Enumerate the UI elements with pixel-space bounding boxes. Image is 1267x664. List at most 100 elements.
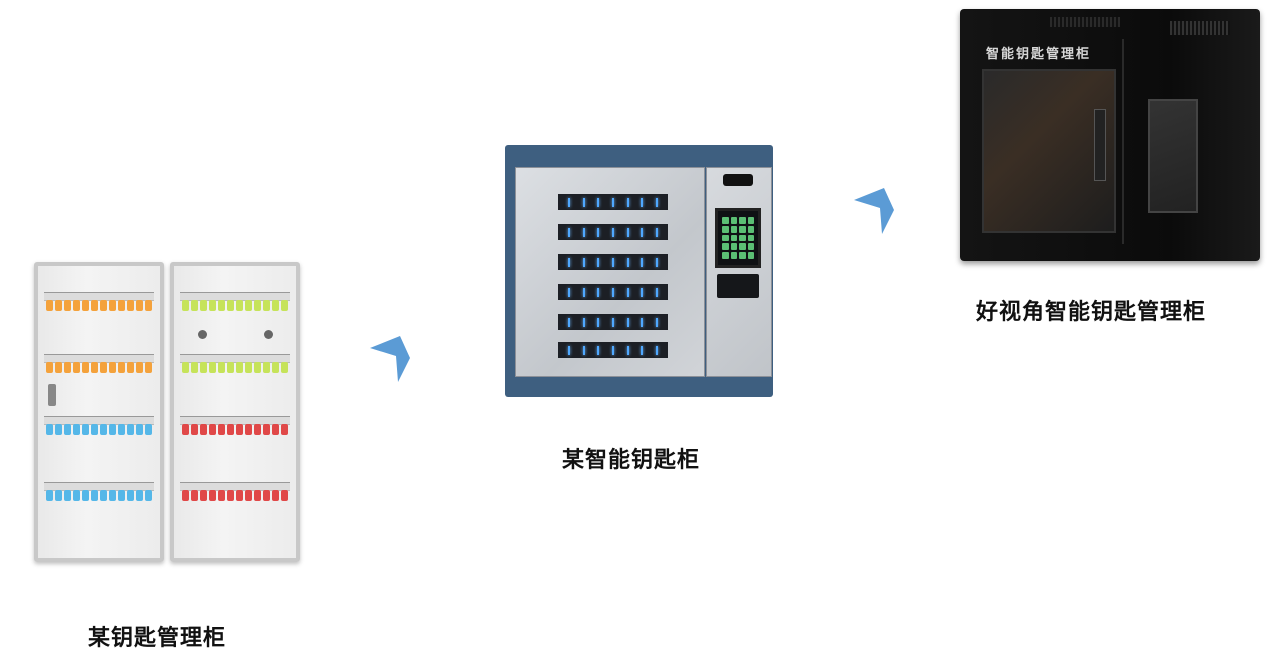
key-tag (109, 490, 116, 501)
key-tag (236, 424, 243, 435)
key-tag (218, 424, 225, 435)
key-tag (182, 424, 189, 435)
key-tag (191, 490, 198, 501)
key-tag (82, 424, 89, 435)
key-slot-light (611, 257, 614, 267)
key-slot-light (655, 197, 658, 207)
key-tag (218, 300, 225, 311)
key-tag (127, 424, 134, 435)
key-tag (145, 362, 152, 373)
key-tag (182, 362, 189, 373)
key-tag (136, 424, 143, 435)
key-tag (209, 362, 216, 373)
key-tag (281, 490, 288, 501)
key-tag (118, 362, 125, 373)
key-tag (281, 424, 288, 435)
key-slot-light (568, 197, 571, 207)
camera-icon (723, 174, 753, 186)
key-tag (209, 300, 216, 311)
caption-haoshijiao-cabinet: 好视角智能钥匙管理柜 (976, 300, 1207, 325)
key-tag (218, 362, 225, 373)
key-slot-light (611, 287, 614, 297)
key-tag (272, 424, 279, 435)
key-slot-light (611, 197, 614, 207)
key-tag (227, 490, 234, 501)
key-tag (281, 362, 288, 373)
key-slot-light (641, 227, 644, 237)
key-tag (227, 300, 234, 311)
screen-key-button (730, 243, 737, 251)
key-tag (281, 300, 288, 311)
key-tag (272, 362, 279, 373)
key-tag (145, 490, 152, 501)
key-tag (64, 490, 71, 501)
key-tag (73, 362, 80, 373)
key-slot-light (568, 317, 571, 327)
key-tag (227, 362, 234, 373)
key-tag (191, 300, 198, 311)
screen-key-button (739, 243, 746, 251)
key-slot-light (568, 345, 571, 355)
fingerprint-reader-icon (717, 274, 759, 298)
key-tag (136, 362, 143, 373)
screen-key-button (747, 217, 754, 224)
screen-key-button (747, 225, 754, 233)
key-tag (209, 490, 216, 501)
key-tag (109, 362, 116, 373)
key-tag (55, 362, 62, 373)
key-tag (245, 300, 252, 311)
key-slot-light (641, 345, 644, 355)
key-slot-light (568, 287, 571, 297)
cabinet-right-door (170, 262, 300, 562)
caption-smart-key-cabinet: 某智能钥匙柜 (562, 448, 701, 473)
key-tag (100, 362, 107, 373)
key-tag (200, 424, 207, 435)
key-slot-light (611, 317, 614, 327)
screen-key-button (739, 225, 746, 233)
key-tag (73, 490, 80, 501)
key-tag (91, 362, 98, 373)
key-slot-light (641, 257, 644, 267)
haoshijiao-smart-key-cabinet-image: 智能钥匙管理柜 (952, 9, 1266, 265)
key-tag (64, 300, 71, 311)
key-tag (46, 424, 53, 435)
key-slot-light (597, 287, 600, 297)
key-tag (145, 300, 152, 311)
key-tag (55, 300, 62, 311)
key-tag (82, 490, 89, 501)
screen-key-button (722, 243, 729, 251)
screen-key-button (730, 234, 737, 242)
key-slot-light (597, 227, 600, 237)
key-slot-light (626, 345, 629, 355)
key-tag (91, 490, 98, 501)
screen-key-button (747, 234, 754, 242)
screen-key-button (722, 225, 729, 233)
key-slot-light (641, 317, 644, 327)
key-slot-light (611, 345, 614, 355)
key-tag (55, 490, 62, 501)
key-tag (46, 300, 53, 311)
arrow-right-icon (370, 336, 410, 382)
key-tag (118, 490, 125, 501)
screen-key-button (730, 252, 737, 259)
key-tag (254, 300, 261, 311)
key-tag (91, 300, 98, 311)
screen-key-button (739, 217, 746, 224)
key-tag (263, 490, 270, 501)
key-slot-light (626, 197, 629, 207)
key-tag (73, 424, 80, 435)
key-tag (127, 300, 134, 311)
key-tag (64, 424, 71, 435)
key-tag (254, 490, 261, 501)
key-tag (254, 362, 261, 373)
screen-key-button (730, 225, 737, 233)
key-slot-light (626, 227, 629, 237)
key-tag (227, 424, 234, 435)
cabinet-left-door (34, 262, 164, 562)
key-tag (254, 424, 261, 435)
key-tag (218, 490, 225, 501)
key-tag (145, 424, 152, 435)
key-tag (136, 300, 143, 311)
key-tag (55, 424, 62, 435)
screen-key-button (747, 252, 754, 259)
